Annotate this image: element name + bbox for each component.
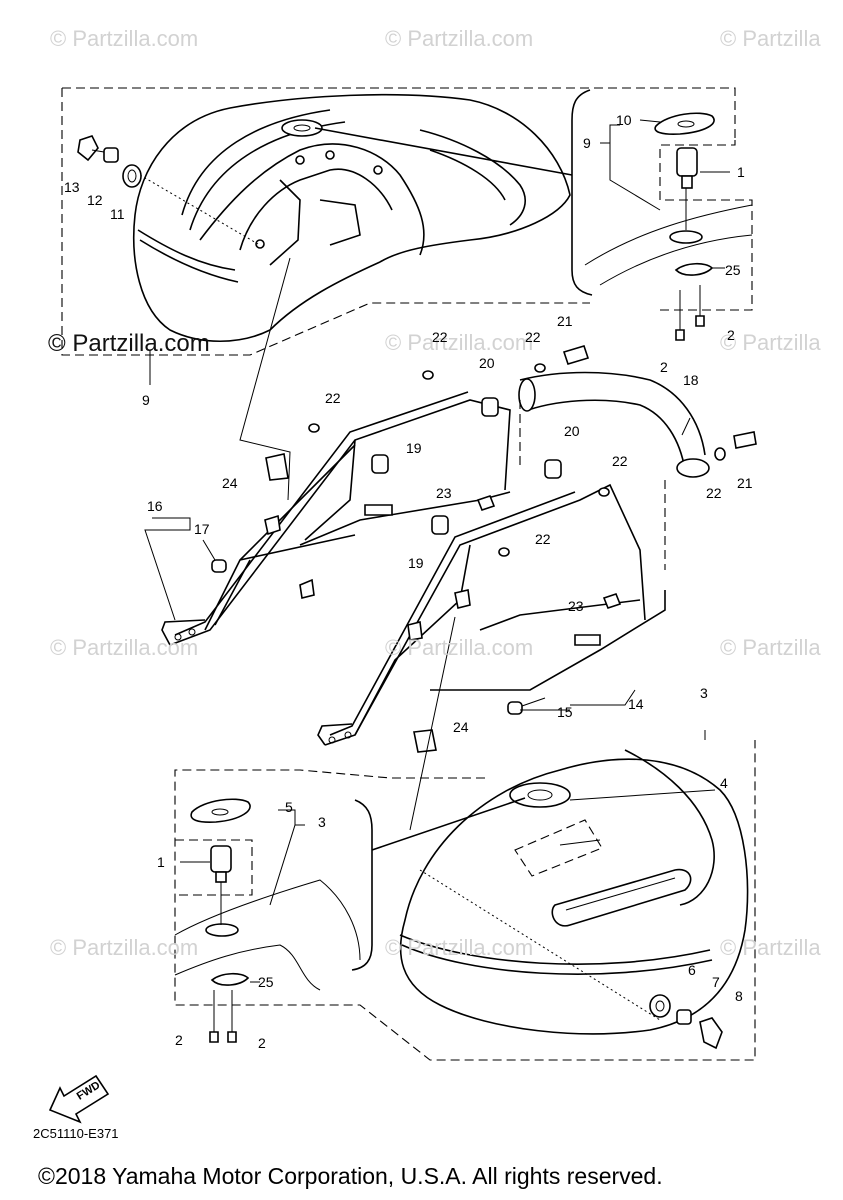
fwd-arrow-icon (48, 1074, 110, 1124)
watermark: © Partzilla.com (50, 935, 199, 960)
callout-1: 1 (157, 854, 165, 870)
callout-2: 2 (727, 327, 735, 343)
callout-7: 7 (712, 974, 720, 990)
watermark: © Partzilla.com (48, 330, 210, 357)
watermark: © Partzilla (720, 26, 821, 51)
watermark: © Partzilla.com (50, 635, 199, 660)
callout-22: 22 (325, 390, 341, 406)
upper-lock-detail (571, 89, 753, 341)
callout-19: 19 (408, 555, 424, 571)
callout-18: 18 (683, 372, 699, 388)
watermark: © Partzilla.com (385, 330, 534, 355)
callout-20: 20 (479, 355, 495, 371)
callout-22: 22 (706, 485, 722, 501)
upper-saddlebag-frame (61, 87, 736, 356)
callout-21: 21 (557, 313, 573, 329)
copyright-notice: ©2018 Yamaha Motor Corporation, U.S.A. A… (38, 1163, 663, 1189)
watermark: © Partzilla (720, 635, 821, 660)
lower-saddlebag-frame (174, 740, 756, 1061)
guide-lines (239, 257, 456, 831)
callout-12: 12 (87, 192, 103, 208)
callout-5: 5 (285, 799, 293, 815)
callout-24: 24 (453, 719, 469, 735)
upper-saddlebag (132, 93, 571, 342)
pipe-18 (518, 371, 710, 570)
small-hardware (211, 345, 757, 753)
callout-14: 14 (628, 696, 644, 712)
callout-20: 20 (564, 423, 580, 439)
callout-11: 11 (110, 206, 125, 222)
left-stay-16 (161, 391, 511, 646)
callout-2: 2 (258, 1035, 266, 1051)
callout-13: 13 (64, 179, 80, 195)
watermark: © Partzilla.com (385, 635, 534, 660)
callout-1: 1 (737, 164, 745, 180)
callout-22: 22 (432, 329, 448, 345)
callout-25: 25 (725, 262, 741, 278)
lower-lock-detail (174, 798, 373, 1043)
watermark: © Partzilla.com (385, 935, 534, 960)
callout-22: 22 (525, 329, 541, 345)
lower-saddlebag (399, 749, 749, 1035)
callout-23: 23 (436, 485, 452, 501)
callout-10: 10 (616, 112, 632, 128)
callout-15: 15 (557, 704, 573, 720)
callout-25: 25 (258, 974, 274, 990)
inset-pointer-upper (314, 127, 573, 176)
callout-3: 3 (318, 814, 326, 830)
callout-8: 8 (735, 988, 743, 1004)
watermark: © Partzilla.com (385, 26, 534, 51)
callout-6: 6 (688, 962, 696, 978)
callout-21: 21 (737, 475, 753, 491)
callout-19: 19 (406, 440, 422, 456)
callout-24: 24 (222, 475, 238, 491)
leader-lines (144, 119, 730, 983)
watermark: © Partzilla (720, 935, 821, 960)
callout-3: 3 (700, 685, 708, 701)
callout-2: 2 (175, 1032, 183, 1048)
diagram-code: 2C51110-E371 (33, 1126, 119, 1141)
callout-17: 17 (194, 521, 210, 537)
callout-22: 22 (535, 531, 551, 547)
callout-23: 23 (568, 598, 584, 614)
upper-fittings (77, 135, 142, 188)
callout-4: 4 (720, 775, 728, 791)
lower-fittings (649, 994, 723, 1050)
watermark: © Partzilla.com (50, 26, 199, 51)
callout-16: 16 (147, 498, 163, 514)
callout-2: 2 (660, 359, 668, 375)
inset-pointer-lower (371, 797, 526, 851)
callout-9: 9 (583, 135, 591, 151)
callout-22: 22 (612, 453, 628, 469)
watermark: © Partzilla (720, 330, 821, 355)
callout-9: 9 (142, 392, 150, 408)
right-stay-14 (317, 483, 666, 746)
